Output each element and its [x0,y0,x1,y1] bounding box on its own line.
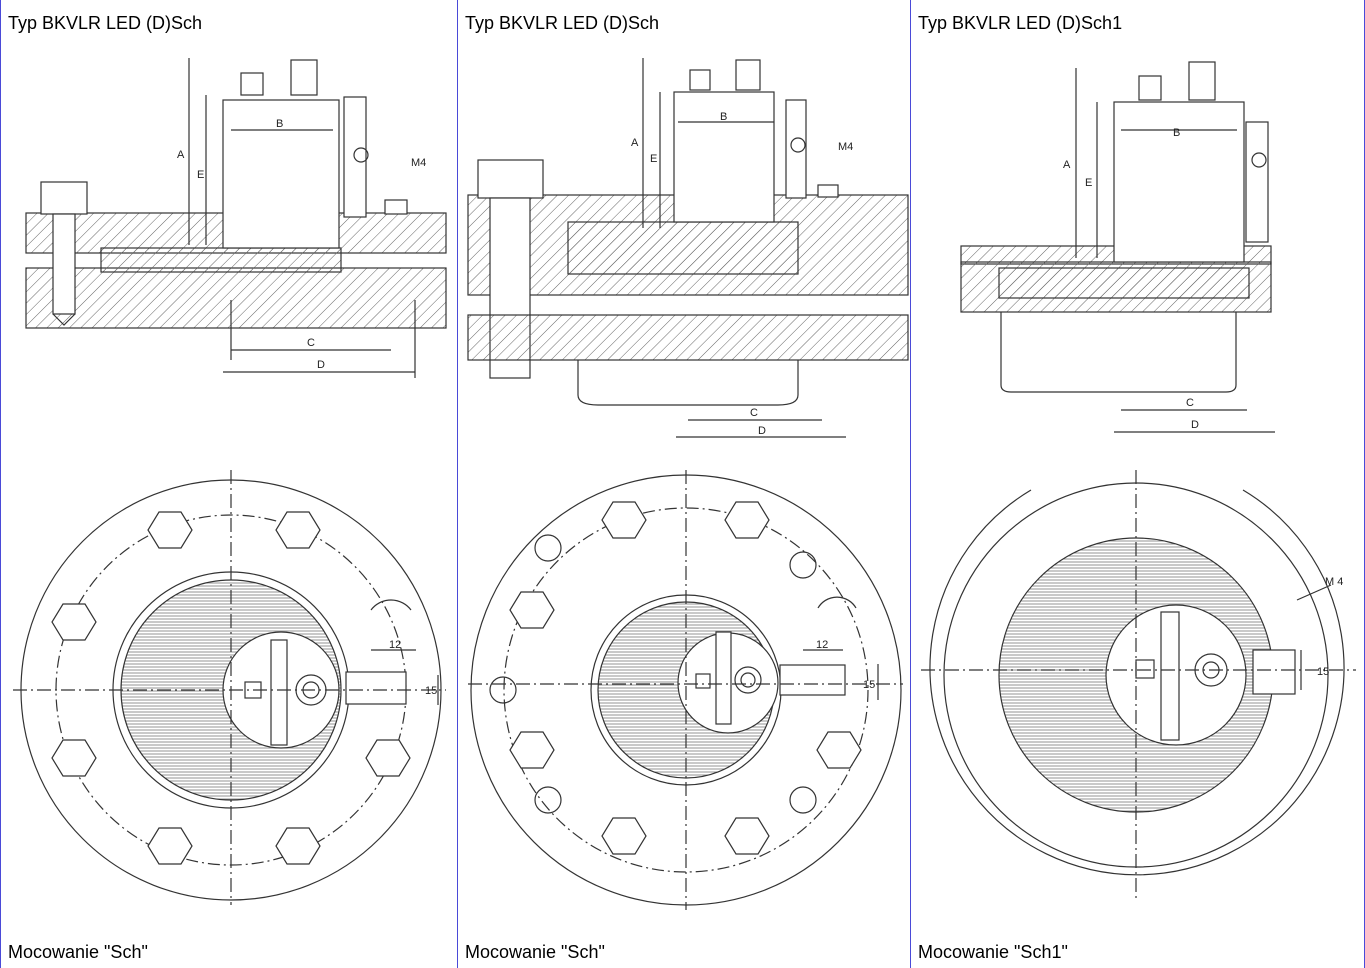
dim-label-15: 15 [425,685,437,697]
dim-label-12: 12 [816,639,828,651]
cell-title: Typ BKVLR LED (D)Sch [8,13,203,33]
dim-label-b: B [276,118,283,130]
dim-label-b: B [1173,127,1180,139]
cell-title: Typ BKVLR LED (D)Sch1 [918,13,1123,33]
cell-title: Typ BKVLR LED (D)Sch [465,13,660,33]
dim-label-a: A [631,137,639,149]
sight-glass [100,247,342,273]
technical-drawing-sch1: A E B C D M 4 15 [921,61,1356,900]
sight-glass [998,267,1250,299]
bracket [343,96,367,218]
cell-caption: Mocowanie "Sch" [8,942,148,962]
dim-label-d: D [317,359,325,371]
dim-label-a: A [1063,159,1071,171]
dim-label-d: D [758,425,766,437]
lamp-housing [1113,101,1245,263]
cell-caption: Mocowanie "Sch1" [918,942,1068,962]
cell-caption: Mocowanie "Sch" [465,942,605,962]
dim-label-d: D [1191,419,1199,431]
dim-label-c: C [750,407,758,419]
dim-label-m4: M4 [838,141,853,153]
union-nut-outer [929,489,1345,876]
technical-drawing-sch-2: A E B C D M4 12 15 [467,58,909,910]
dim-label-e: E [197,169,204,181]
dim-label-15: 15 [863,679,875,691]
technical-drawing-sch-1: A E B C D M4 12 15 [13,58,447,905]
dim-label-b: B [720,111,727,123]
dim-label-m4: M4 [411,157,426,169]
lamp-housing [222,99,340,249]
dim-label-m4: M 4 [1325,576,1343,588]
sight-glass [567,221,799,275]
bracket [785,99,807,199]
dim-label-c: C [307,337,315,349]
bolt-nut [477,159,544,199]
dim-label-15: 15 [1317,666,1329,678]
bolt-nut [40,181,88,215]
dim-label-a: A [177,149,185,161]
lamp-housing [673,91,775,223]
cell-sch1: A E B C D M 4 15 Typ BKVLR LED (D)Sch1 M… [911,0,1365,968]
dim-label-e: E [650,153,657,165]
cell-sch-2: A E B C D M4 12 15 Typ BKVLR LED (D)Sch … [458,0,911,968]
bracket [1245,121,1269,243]
lower-flange [25,267,447,329]
dim-label-c: C [1186,397,1194,409]
cell-sch-1: A E B C D M4 12 15 Typ BKVLR LED (D)Sch … [0,0,458,968]
dim-label-e: E [1085,177,1092,189]
dim-label-12: 12 [389,639,401,651]
